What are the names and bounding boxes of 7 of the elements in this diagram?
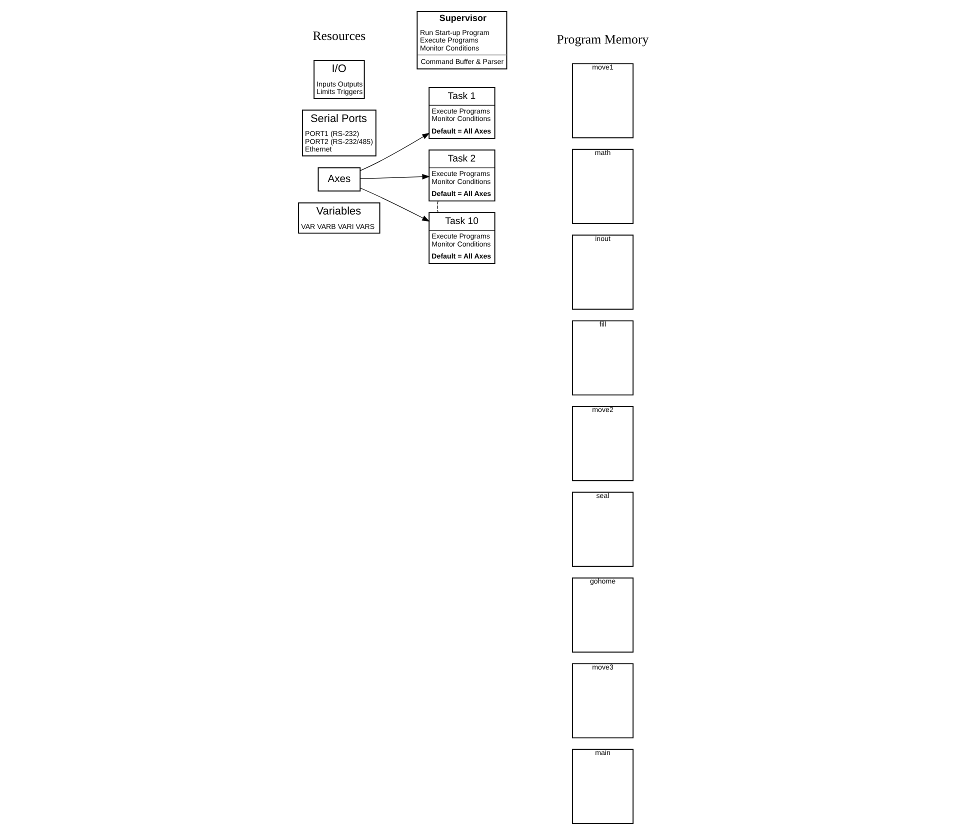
label: Program Memory [556,32,649,46]
arrow [360,188,430,222]
label: Resources [312,29,366,44]
node-box: Axes [318,167,361,192]
arrow [360,132,430,172]
connector [436,200,438,213]
arrow [360,174,430,180]
